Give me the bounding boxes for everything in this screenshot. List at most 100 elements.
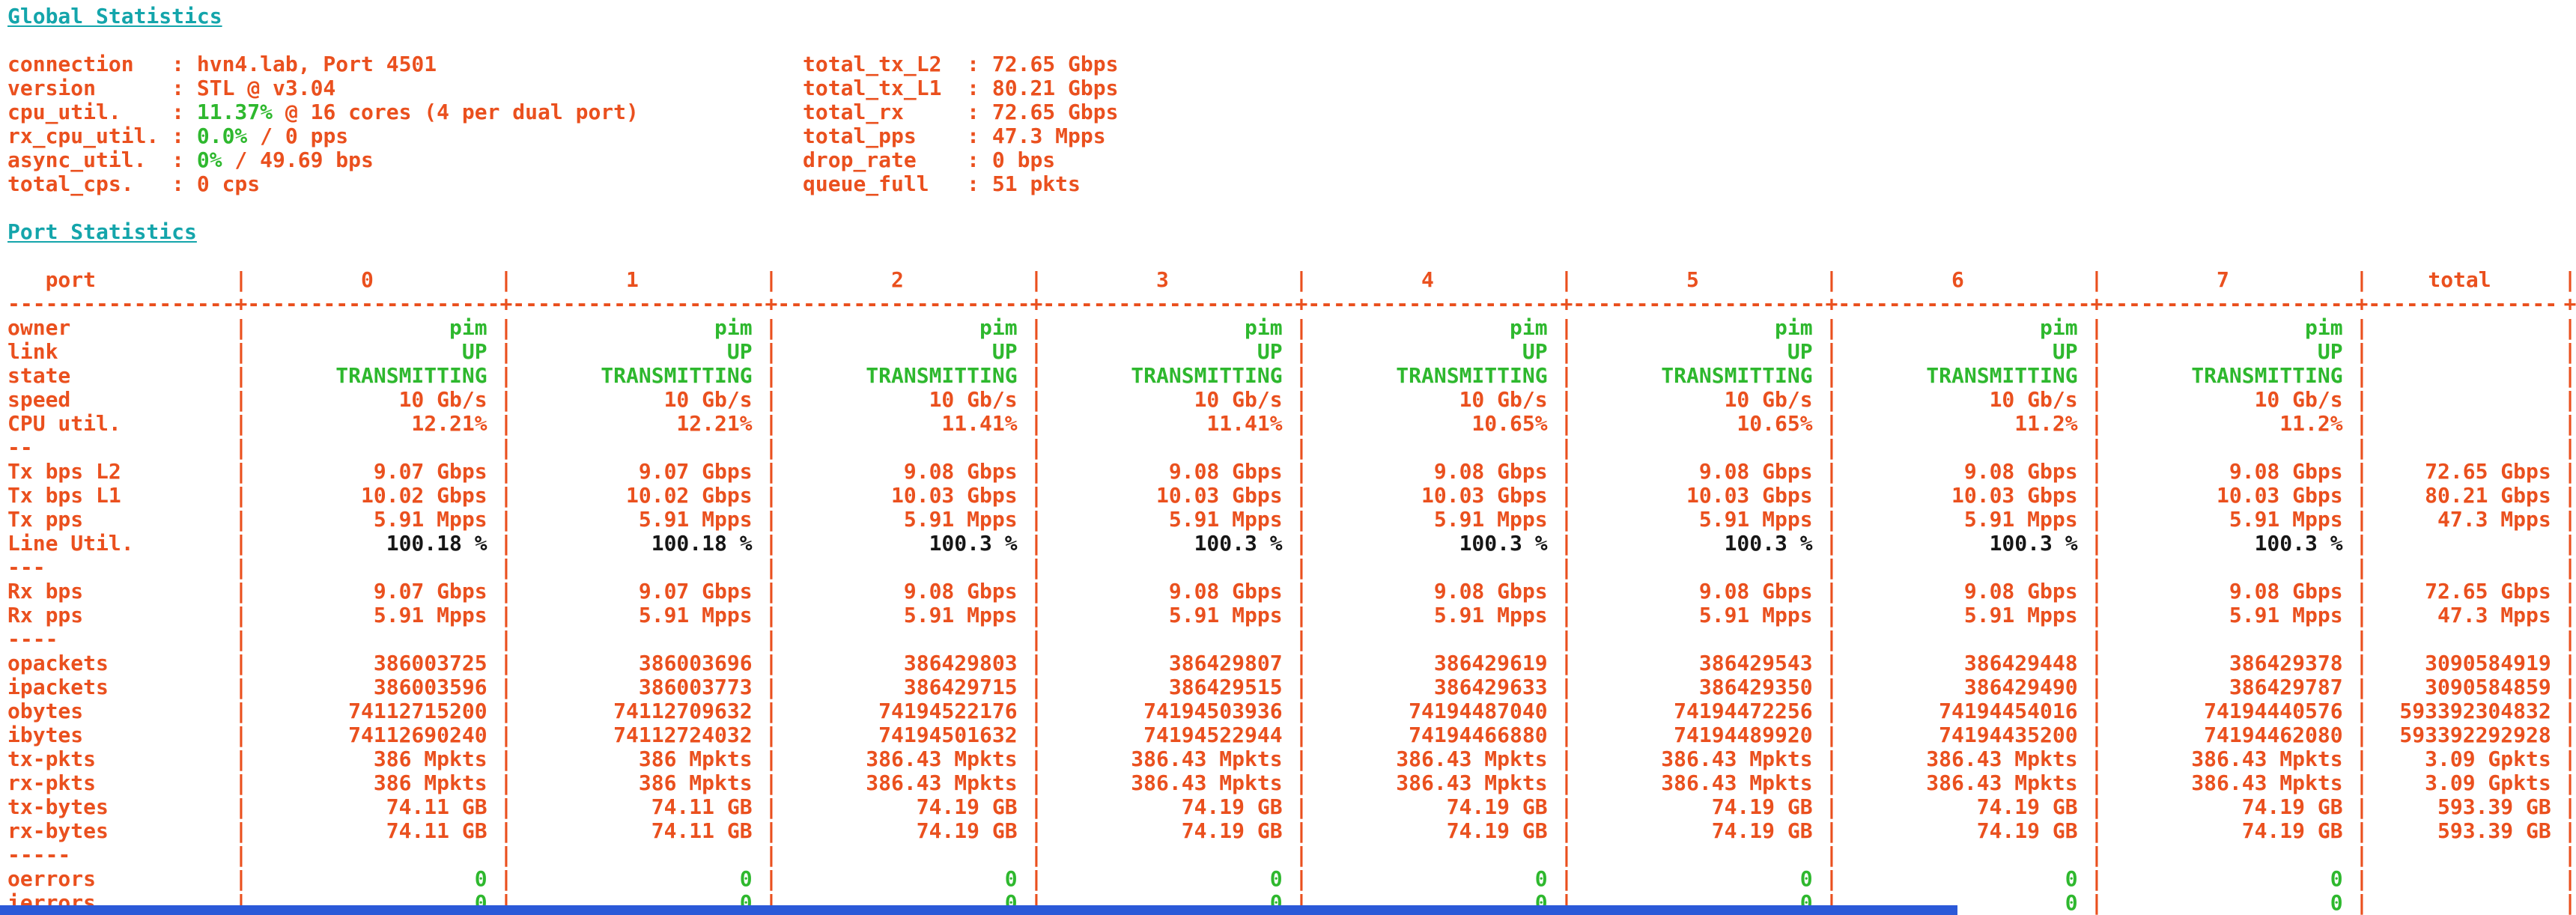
port-1-value-cell: UP (512, 340, 777, 365)
row-label: ---- (7, 627, 248, 652)
port-2-value-cell: 74194501632 (777, 723, 1042, 748)
port-0-value-cell: 74112690240 (247, 723, 512, 748)
port-0-value-cell (247, 627, 512, 651)
total-value-cell (2368, 316, 2576, 340)
port-3-value-cell: 9.08 Gbps (1042, 460, 1307, 484)
global-stat-row-total-rx: total_rx: 72.65 Gbps (803, 100, 1118, 124)
port-6-value-cell: TRANSMITTING (1838, 364, 2103, 389)
row-label: Tx pps (7, 508, 248, 532)
stat-colon: : (171, 171, 197, 196)
row-label: ----- (7, 843, 248, 868)
table-row-link: linkUPUPUPUPUPUPUPUP (7, 340, 2576, 365)
port-6-value-cell: 74194454016 (1838, 699, 2103, 724)
port-6-value-cell (1838, 843, 2103, 867)
stat-value: 72.65 Gbps (991, 52, 1119, 76)
port-5-value-cell: 386.43 Mpkts (1573, 747, 1838, 772)
stat-value-highlight: 0.0% (196, 124, 248, 148)
port-0-value-cell (247, 843, 512, 867)
port-3-value-cell (1042, 436, 1307, 460)
port-1-value-cell: 9.07 Gbps (512, 580, 777, 604)
column-header-port: port (7, 268, 248, 293)
port-1-value-cell: 5.91 Mpps (512, 508, 777, 532)
total-value-cell: 72.65 Gbps (2368, 580, 2576, 604)
port-5-value-cell: pim (1573, 316, 1838, 341)
port-0-value-cell: 386003596 (247, 675, 512, 700)
port-4-value-cell: 9.08 Gbps (1307, 460, 1573, 484)
row-label: oerrors (7, 867, 248, 892)
port-1-value-cell: 74112709632 (512, 699, 777, 724)
port-4-value-cell: 10.65% (1307, 412, 1573, 437)
table-group-separator-row: --- (7, 556, 2576, 580)
port-3-value-cell: 74.19 GB (1042, 819, 1308, 844)
stat-label: cpu_util. (7, 100, 121, 124)
port-5-value-cell: 5.91 Mpps (1573, 508, 1838, 532)
port-2-value-cell: 9.08 Gbps (777, 460, 1042, 484)
stat-colon: : (967, 52, 992, 76)
port-statistics-heading: Port Statistics (7, 219, 197, 244)
total-value-cell: 72.65 Gbps (2368, 460, 2576, 484)
stat-colon: : (967, 124, 992, 148)
port-6-value-cell: 386429490 (1838, 675, 2103, 700)
stat-value: 0 cps (196, 171, 261, 196)
column-header-port-3: 3 (1042, 268, 1307, 293)
stat-colon: : (171, 148, 197, 172)
row-label: state (7, 364, 248, 389)
port-4-value-cell: 74.19 GB (1307, 819, 1573, 844)
separator-line-cell: -------------------- (2103, 292, 2368, 316)
table-row-tx-bytes: tx-bytes74.11 GB74.11 GB74.19 GB74.19 GB… (7, 795, 2576, 820)
total-value-cell: 3.09 Gpkts (2368, 771, 2576, 796)
column-header-port-2: 2 (777, 268, 1042, 293)
port-5-value-cell: 74194489920 (1573, 723, 1838, 748)
port-6-value-cell (1838, 436, 2103, 460)
port-1-value-cell: 0 (512, 867, 778, 892)
port-7-value-cell: 74.19 GB (2103, 795, 2369, 820)
port-5-value-cell: 74.19 GB (1573, 819, 1838, 844)
global-stat-row-total-tx-l1: total_tx_L1: 80.21 Gbps (803, 76, 1118, 100)
port-5-value-cell (1573, 627, 1838, 651)
total-value-cell: 593.39 GB (2368, 819, 2576, 844)
port-7-value-cell: TRANSMITTING (2103, 364, 2368, 389)
port-3-value-cell: UP (1042, 340, 1307, 365)
port-3-value-cell: 386429515 (1042, 675, 1307, 700)
port-1-value-cell: 10.02 Gbps (512, 484, 777, 508)
port-2-value-cell: 11.41% (777, 412, 1042, 437)
stat-colon: : (967, 100, 992, 124)
port-3-value-cell: 100.3 % (1042, 532, 1308, 556)
total-value-cell (2368, 627, 2576, 651)
stat-label: queue_full (803, 171, 929, 196)
port-4-value-cell: 0 (1307, 867, 1573, 892)
row-label: opackets (7, 651, 248, 676)
port-0-value-cell: 10.02 Gbps (247, 484, 512, 508)
port-2-value-cell: TRANSMITTING (777, 364, 1042, 389)
port-7-value-cell: 74.19 GB (2103, 819, 2369, 844)
port-7-value-cell (2103, 843, 2368, 867)
port-4-value-cell: 386429619 (1307, 651, 1573, 676)
global-stat-row-cpu-util: cpu_util.: 11.37% @ 16 cores (4 per dual… (7, 100, 2576, 124)
port-0-value-cell: 74.11 GB (247, 819, 513, 844)
port-5-value-cell: 9.08 Gbps (1573, 580, 1838, 604)
separator-line-cell: --------------- (2368, 292, 2576, 316)
port-7-value-cell: 10.03 Gbps (2103, 484, 2368, 508)
port-1-value-cell: 386003773 (512, 675, 777, 700)
port-6-value-cell: 0 (1838, 867, 2103, 892)
port-1-value-cell (512, 843, 777, 867)
row-label: tx-bytes (7, 795, 248, 820)
table-group-separator-row: -- (7, 436, 2576, 460)
port-6-value-cell: 74.19 GB (1838, 819, 2103, 844)
table-group-separator-row: ----- (7, 843, 2576, 868)
port-2-value-cell: pim (777, 316, 1042, 341)
stat-colon: : (171, 52, 197, 76)
stat-label: drop_rate (803, 148, 917, 172)
port-6-value-cell: UP (1838, 340, 2103, 365)
total-value-cell (2368, 364, 2576, 388)
port-2-value-cell: 9.08 Gbps (777, 580, 1042, 604)
port-4-value-cell: 74194466880 (1307, 723, 1573, 748)
stat-value: hvn4.lab, Port 4501 (196, 52, 437, 76)
port-2-value-cell: 10 Gb/s (777, 388, 1043, 413)
column-header-port-7: 7 (2103, 268, 2368, 293)
total-value-cell: 47.3 Mpps (2368, 604, 2576, 628)
port-0-value-cell: 74.11 GB (247, 795, 513, 820)
separator-line-cell: ------------------ (7, 292, 247, 316)
port-4-value-cell: 74.19 GB (1307, 795, 1573, 820)
